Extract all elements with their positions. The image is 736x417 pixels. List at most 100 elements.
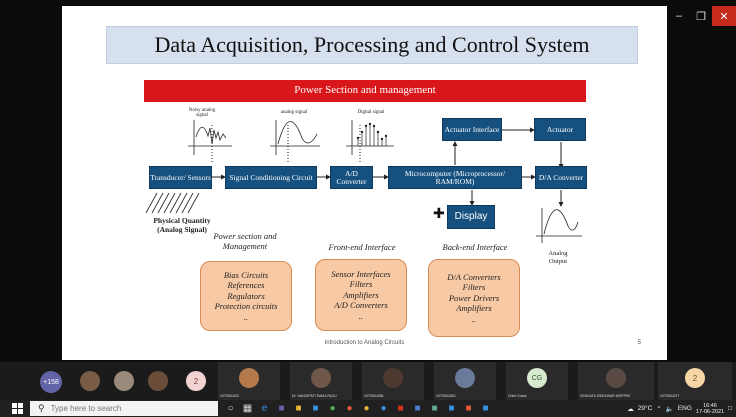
store-icon[interactable]: ■ xyxy=(312,403,319,414)
list-item: Amplifiers xyxy=(456,303,492,314)
participant-name: 20TS5AD6D xyxy=(436,394,456,398)
file-explorer-icon[interactable]: ■ xyxy=(295,403,302,414)
participant-tile[interactable]: 20TS5AD6D xyxy=(434,362,496,400)
participant-tile[interactable]: 20TS5AD6B xyxy=(362,362,424,400)
system-tray: ☁ 29°C ⌃ 🔈 ENG 16:46 17-06-2021 □ xyxy=(627,400,732,417)
list-item: .. xyxy=(243,311,249,322)
close-icon[interactable]: ✕ xyxy=(712,6,736,26)
digital-signal-label: Digital signal xyxy=(357,110,385,115)
participant-name: VENKATA SIDDHAAR MOPPEE xyxy=(580,394,631,398)
search-icon: ⚲ xyxy=(38,403,45,413)
section-heading-back-end: Back-end Interface xyxy=(442,242,508,252)
list-item: Filters xyxy=(462,282,486,293)
edge-icon[interactable]: e xyxy=(261,403,268,414)
weather-icon[interactable]: ☁ xyxy=(627,405,634,413)
task-view-icon[interactable]: ▦ xyxy=(242,403,253,414)
list-item: .. xyxy=(471,313,477,324)
participant-name: 20TS5AD3T xyxy=(660,394,680,398)
list-item: Regulators xyxy=(227,290,265,301)
app-icon[interactable]: ● xyxy=(363,403,370,414)
avatar: 2 xyxy=(685,368,705,388)
signal-conditioning-block: Signal Conditioning Circuit xyxy=(225,166,317,189)
maximize-icon[interactable]: ❐ xyxy=(696,10,706,23)
power-section-box: Bias Circuits References Regulators Prot… xyxy=(200,261,292,331)
microcomputer-block: Microcomputer (Microprocessor/ RAM/ROM) xyxy=(388,166,522,189)
display-block: Display xyxy=(447,205,495,229)
shared-slide: Data Acquisition, Processing and Control… xyxy=(62,6,667,360)
section-heading-front-end: Front-end Interface xyxy=(328,242,396,252)
list-item: Bias Circuits xyxy=(223,269,269,280)
minimize-icon[interactable]: – xyxy=(675,10,683,22)
app-icon[interactable]: ● xyxy=(346,403,353,414)
physical-quantity-label: Physical Quantity (Analog Signal) xyxy=(153,216,211,234)
language[interactable]: ENG xyxy=(677,405,692,412)
avatar[interactable] xyxy=(114,371,134,391)
avatar xyxy=(311,368,331,388)
section-heading-power: Power section and Management xyxy=(213,231,277,251)
avatar[interactable] xyxy=(80,371,100,391)
chrome-icon[interactable]: ● xyxy=(380,403,387,414)
transducer-block: Transducer/ Sensors xyxy=(149,166,212,189)
teams-icon[interactable]: ■ xyxy=(278,403,285,414)
participant-tile[interactable]: 20TS5AD02 xyxy=(218,362,280,400)
participant-tile[interactable]: 2 20TS5AD3T xyxy=(658,362,732,400)
block-diagram-wires xyxy=(145,120,582,243)
word-icon[interactable]: ■ xyxy=(414,403,421,414)
analog-signal-label: analog signal xyxy=(280,110,308,115)
avatar[interactable]: 2 xyxy=(186,371,206,391)
analog-output-label: Analog Output xyxy=(548,250,568,265)
chevron-up-icon[interactable]: ⌃ xyxy=(656,405,662,413)
avatar[interactable] xyxy=(148,371,168,391)
actuator-interface-block: Actuator Interface xyxy=(442,118,502,141)
avatar xyxy=(239,368,259,388)
participant-tile[interactable]: Dr. NANDIPATI RAMA RAJU xyxy=(290,362,352,400)
participant-name: Chief Guest xyxy=(508,394,527,398)
clock-date: 17-06-2021 xyxy=(695,408,725,415)
list-item: A/D Converters xyxy=(334,300,388,311)
slide-footer: Introduction to Analog Circuits xyxy=(324,340,405,346)
app-icon[interactable]: ■ xyxy=(431,403,438,414)
app-icon[interactable]: ● xyxy=(329,403,336,414)
avatar xyxy=(383,368,403,388)
search-input[interactable] xyxy=(50,404,201,413)
avatar xyxy=(606,368,626,388)
more-participants-button[interactable]: +158 xyxy=(40,371,62,393)
plus-cursor-icon: ✚ xyxy=(433,205,445,221)
cortana-icon[interactable]: ○ xyxy=(227,403,234,414)
acrobat-icon[interactable]: ■ xyxy=(397,403,404,414)
da-converter-block: D/A Converter xyxy=(535,166,587,189)
slide-title: Data Acquisition, Processing and Control… xyxy=(154,32,590,57)
mail-icon[interactable]: ■ xyxy=(448,403,455,414)
list-item: Power Drivers xyxy=(448,292,500,303)
participant-name: 20TS5AD6B xyxy=(364,394,384,398)
list-item: Protection circuits xyxy=(214,301,278,312)
app-icon[interactable]: ■ xyxy=(465,403,472,414)
slide-title-box: Data Acquisition, Processing and Control… xyxy=(106,26,638,64)
list-item: D/A Converters xyxy=(447,271,501,282)
taskbar-search[interactable]: ⚲ xyxy=(30,401,218,416)
notification-icon[interactable]: □ xyxy=(728,405,732,412)
clock[interactable]: 16:46 17-06-2021 xyxy=(696,403,724,415)
participant-strip: +158 2 20TS5AD02 Dr. NANDIPATI RAMA RAJU… xyxy=(0,362,736,400)
participant-name: Dr. NANDIPATI RAMA RAJU xyxy=(292,394,337,398)
list-item: References xyxy=(227,280,265,291)
back-end-box: D/A Converters Filters Power Drivers Amp… xyxy=(428,259,520,337)
windows-start-icon[interactable] xyxy=(12,403,23,414)
participant-name: 20TS5AD02 xyxy=(220,394,240,398)
window-controls: – ❐ ✕ xyxy=(668,6,736,26)
participant-tile[interactable]: VENKATA SIDDHAAR MOPPEE xyxy=(578,362,654,400)
app-icon[interactable]: ■ xyxy=(482,403,489,414)
slide-page-number: 5 xyxy=(637,340,641,346)
list-item: .. xyxy=(358,310,364,321)
noisy-signal-label: Noisy analog signal xyxy=(188,108,216,118)
list-item: Sensor Interfaces xyxy=(331,268,391,279)
actuator-block: Actuator xyxy=(534,118,586,141)
power-banner-label: Power Section and management xyxy=(294,84,436,96)
avatar xyxy=(455,368,475,388)
temperature: 29°C xyxy=(637,405,653,412)
ad-converter-block: A/D Converter xyxy=(330,166,373,189)
volume-icon[interactable]: 🔈 xyxy=(665,405,674,413)
taskbar-apps: ○ ▦ e ■ ■ ■ ● ● ● ● ■ ■ ■ ■ ■ ■ xyxy=(224,402,492,415)
participant-tile[interactable]: CG Chief Guest xyxy=(506,362,568,400)
